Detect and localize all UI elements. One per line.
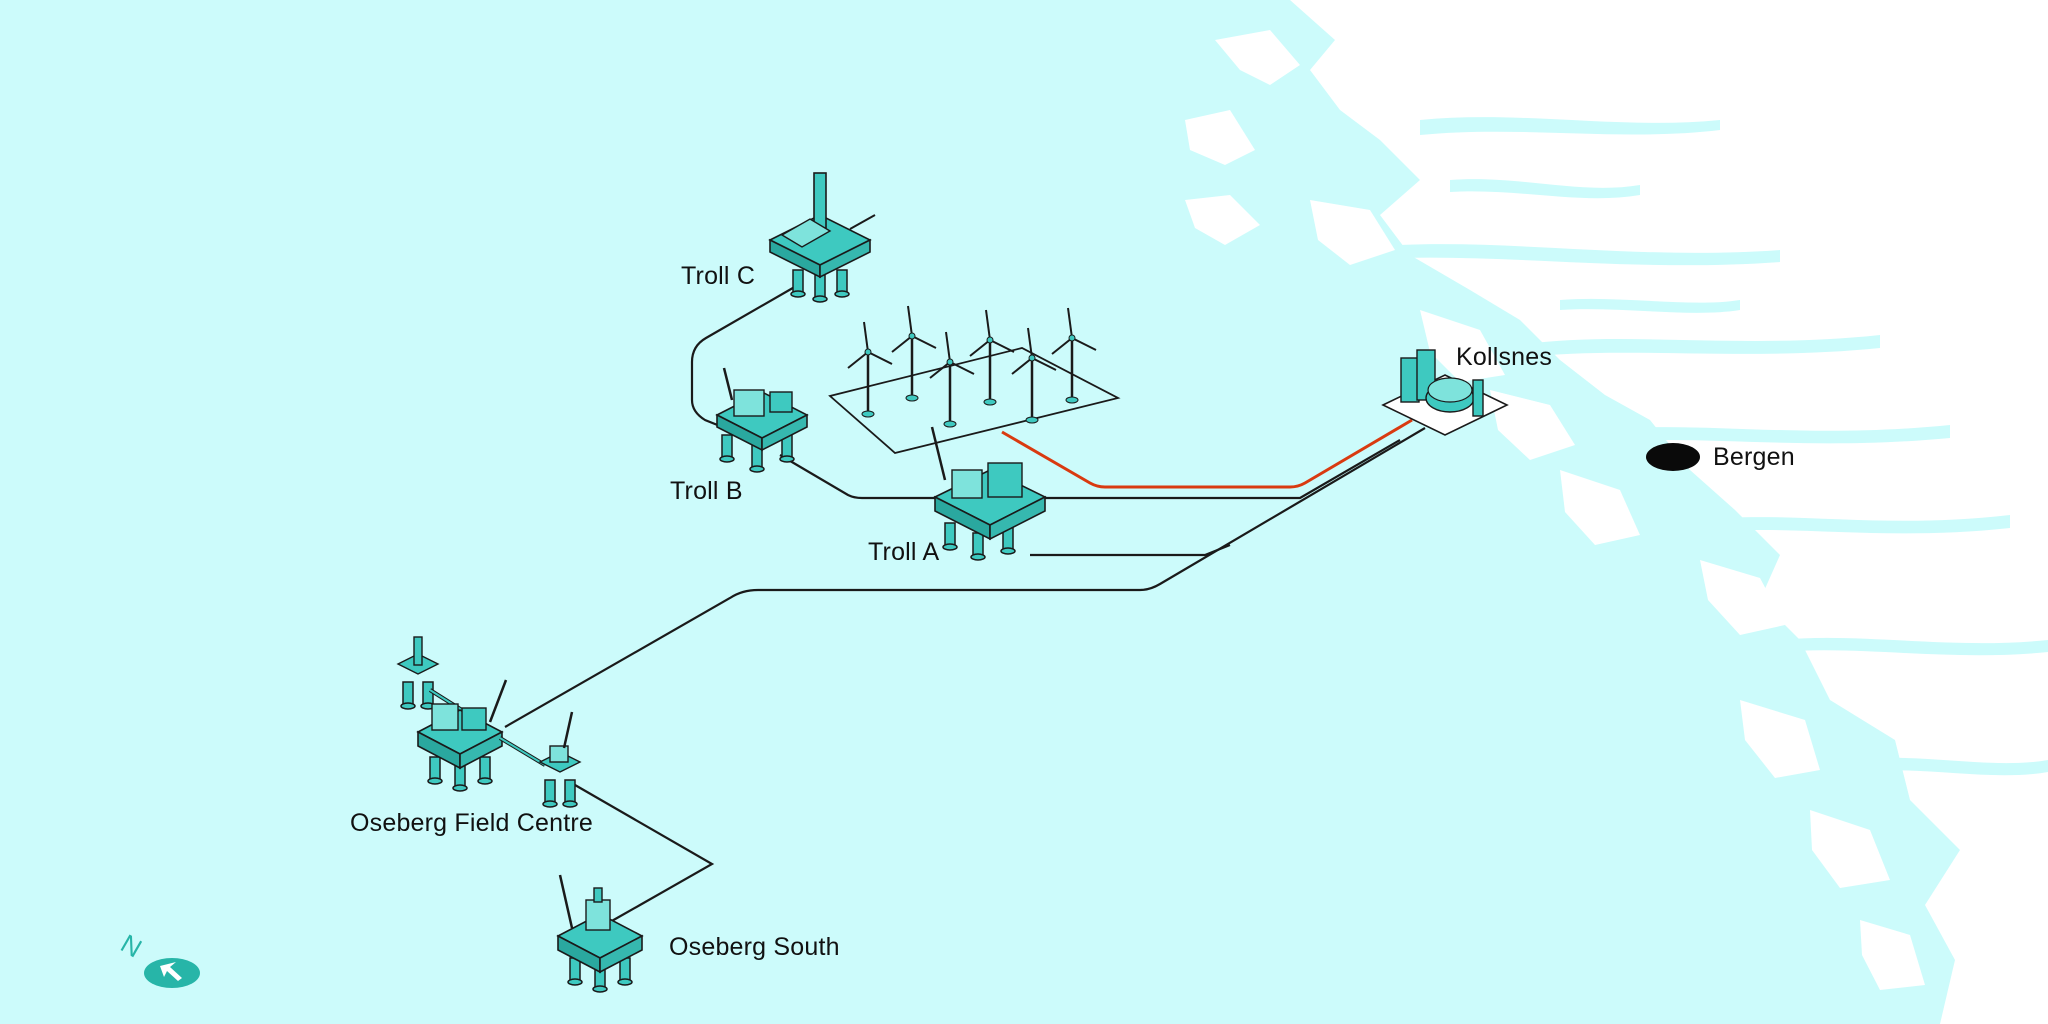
wind-farm bbox=[828, 304, 1121, 454]
compass-north-letter: N bbox=[116, 928, 147, 963]
pipeline-trolla-kollsnes-1 bbox=[1040, 439, 1401, 500]
label-oseberg-south: Oseberg South bbox=[669, 933, 840, 961]
land-mass bbox=[1185, 0, 2048, 1024]
label-troll-c: Troll C bbox=[681, 262, 756, 290]
kollsnes-plant-icon bbox=[1381, 349, 1509, 436]
pipelines bbox=[504, 284, 1426, 923]
power-cable bbox=[1001, 418, 1413, 489]
pipeline-trollb-trolla bbox=[779, 454, 945, 500]
fjords bbox=[1400, 117, 2048, 776]
troll-b-platform-icon bbox=[715, 367, 809, 473]
bergen-city-marker bbox=[1646, 443, 1700, 471]
label-kollsnes: Kollsnes bbox=[1456, 343, 1553, 371]
pipeline-trolla-kollsnes-2 bbox=[1030, 543, 1231, 557]
pipeline-oseberg-south bbox=[574, 784, 715, 923]
label-oseberg-field-centre: Oseberg Field Centre bbox=[350, 809, 594, 837]
pipeline-trollc-trollb bbox=[690, 284, 799, 432]
label-troll-a: Troll A bbox=[868, 538, 940, 566]
compass-icon: N bbox=[116, 928, 200, 988]
troll-a-platform-icon bbox=[930, 426, 1047, 561]
oseberg-field-centre-icon bbox=[396, 636, 582, 808]
pipeline-oseberg-kollsnes bbox=[504, 427, 1426, 728]
troll-c-platform-icon bbox=[768, 172, 876, 303]
oseberg-south-platform-icon bbox=[556, 874, 644, 993]
label-bergen: Bergen bbox=[1713, 443, 1795, 471]
label-troll-b: Troll B bbox=[670, 477, 743, 505]
